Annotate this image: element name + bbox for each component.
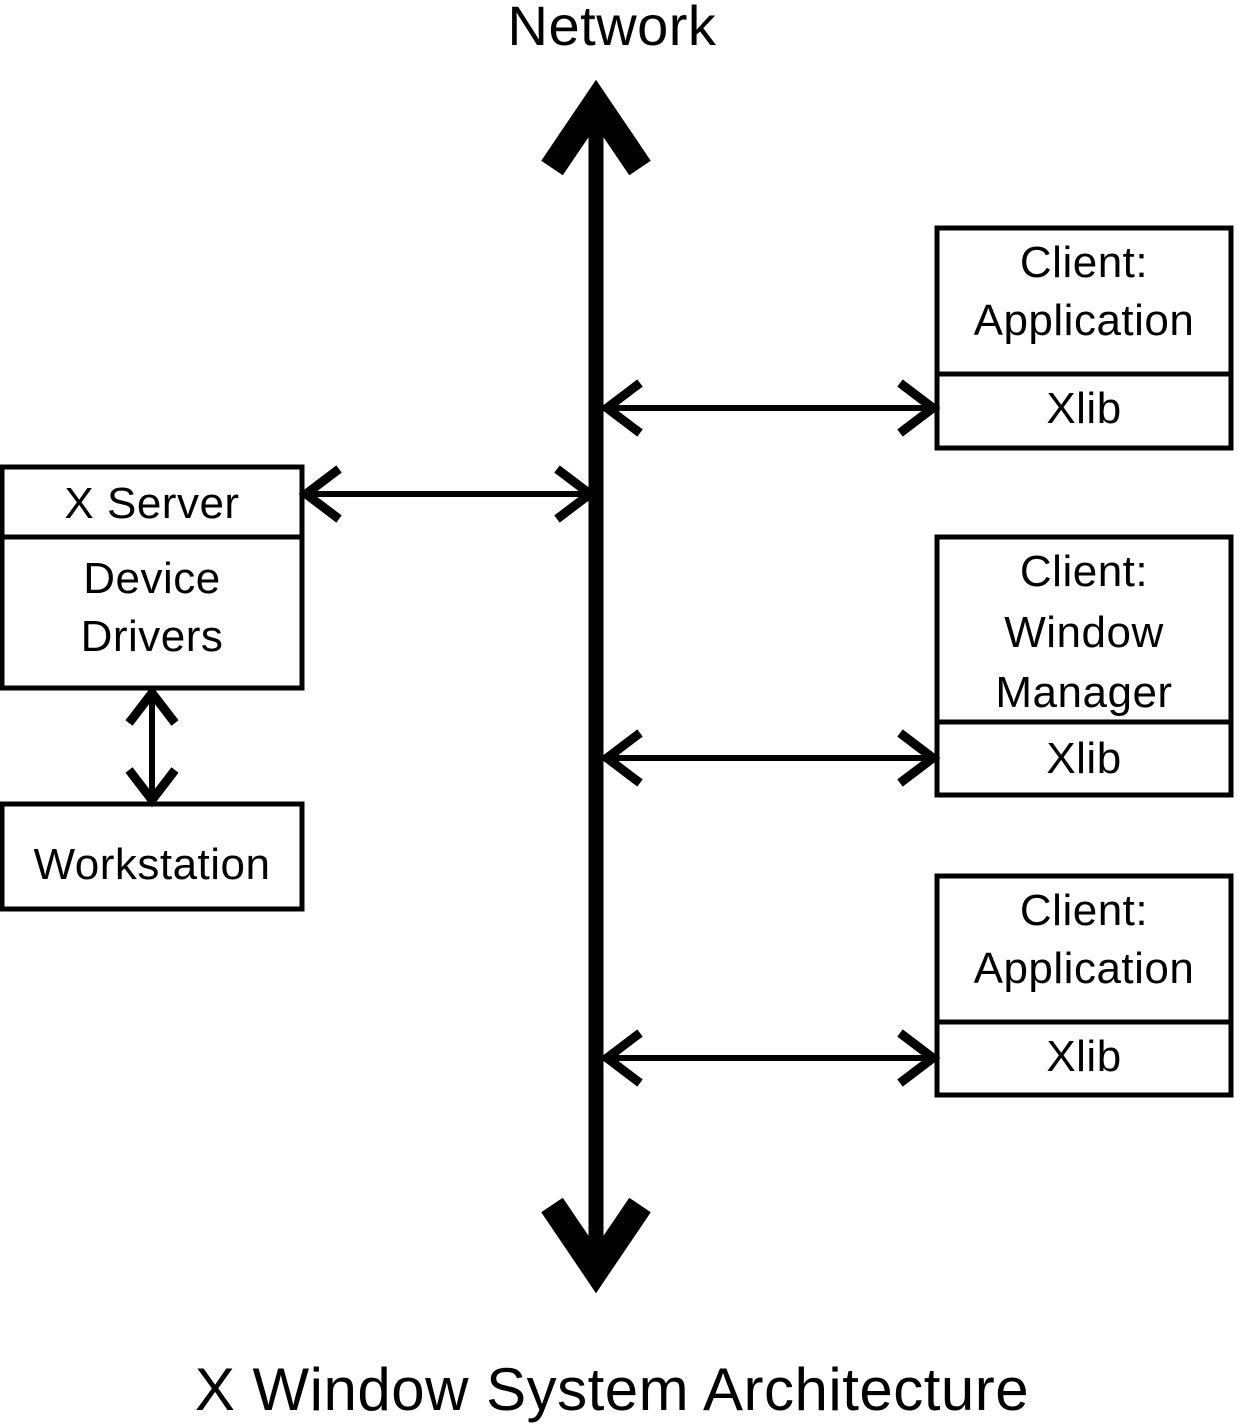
x-server-label: X Server bbox=[64, 479, 239, 528]
network-to-xserver-left-arrowhead bbox=[298, 465, 342, 523]
client-3-xlib-label: Xlib bbox=[1046, 1032, 1121, 1081]
network-to-client-2-left-arrowhead bbox=[599, 729, 643, 787]
network-to-xserver-right-arrowhead bbox=[554, 465, 598, 523]
device-drivers-to-workstation-arrow bbox=[125, 685, 179, 808]
client-box-1[interactable]: Client: Application Xlib bbox=[934, 225, 1234, 451]
network-bus-up-arrowhead bbox=[541, 79, 651, 176]
network-bus-down-arrowhead bbox=[541, 1197, 651, 1294]
client-1-xlib-label: Xlib bbox=[1046, 384, 1121, 433]
network-to-client-3-arrow bbox=[599, 1029, 941, 1087]
network-to-client-2-right-arrowhead bbox=[897, 729, 941, 787]
network-to-client-2-arrow bbox=[599, 729, 941, 787]
device-drivers-line2: Drivers bbox=[81, 612, 224, 661]
client-2-title-line2: Window bbox=[1004, 608, 1164, 657]
workstation-box[interactable]: Workstation bbox=[0, 801, 305, 912]
client-2-title-line3: Manager bbox=[995, 668, 1172, 717]
device-drivers-to-workstation-down-arrowhead bbox=[125, 767, 179, 808]
client-box-2[interactable]: Client: Window Manager Xlib bbox=[934, 534, 1234, 798]
device-drivers-to-workstation-up-arrowhead bbox=[125, 685, 179, 726]
client-1-outer-box bbox=[934, 225, 1234, 451]
network-to-client-1-left-arrowhead bbox=[599, 379, 643, 437]
x-server-box[interactable]: X Server Device Drivers bbox=[0, 464, 305, 691]
client-box-3[interactable]: Client: Application Xlib bbox=[934, 873, 1234, 1098]
device-drivers-line1: Device bbox=[83, 554, 221, 603]
network-bus-arrow bbox=[541, 79, 651, 1294]
client-3-title-line2: Application bbox=[974, 944, 1195, 993]
network-to-client-1-right-arrowhead bbox=[897, 379, 941, 437]
network-to-xserver-arrow bbox=[298, 465, 598, 523]
workstation-outer-box bbox=[0, 801, 305, 912]
network-to-client-3-left-arrowhead bbox=[599, 1029, 643, 1087]
client-2-outer-box bbox=[934, 534, 1234, 798]
client-2-xlib-label: Xlib bbox=[1046, 734, 1121, 783]
client-1-title-line2: Application bbox=[974, 296, 1195, 345]
network-to-client-1-arrow bbox=[599, 379, 941, 437]
x-server-outer-box bbox=[0, 464, 305, 691]
client-3-outer-box bbox=[934, 873, 1234, 1098]
workstation-label: Workstation bbox=[34, 840, 271, 889]
diagram-title: Network bbox=[508, 0, 717, 57]
network-to-client-3-right-arrowhead bbox=[897, 1029, 941, 1087]
client-1-title-line1: Client: bbox=[1020, 238, 1148, 287]
client-2-title-line1: Client: bbox=[1020, 547, 1148, 596]
client-3-title-line1: Client: bbox=[1020, 886, 1148, 935]
diagram-caption: X Window System Architecture bbox=[195, 1356, 1029, 1423]
